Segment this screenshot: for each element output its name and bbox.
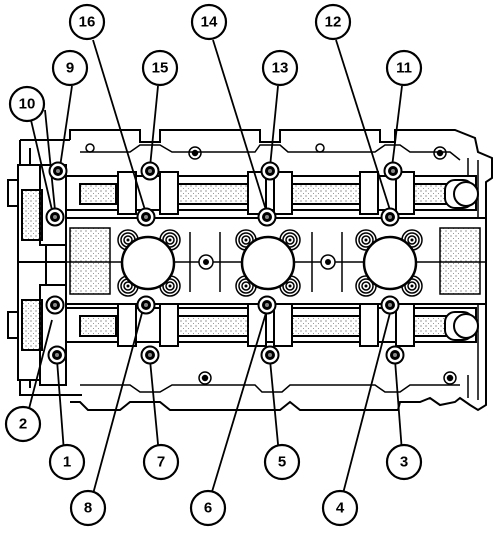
head-bolt-2 bbox=[45, 295, 65, 315]
callout-8: 8 bbox=[69, 489, 107, 527]
callout-1-label: 1 bbox=[63, 454, 71, 471]
callout-3-label: 3 bbox=[400, 454, 408, 471]
head-bolt-8 bbox=[136, 295, 156, 315]
cylinder-1-chamber bbox=[117, 229, 181, 297]
callout-15: 15 bbox=[141, 49, 179, 87]
head-bolt-3 bbox=[385, 345, 405, 365]
callout-8-label: 8 bbox=[84, 500, 92, 517]
callout-4-label: 4 bbox=[336, 500, 345, 517]
callout-16: 16 bbox=[68, 3, 106, 41]
callout-6-label: 6 bbox=[204, 500, 212, 517]
head-bolt-4 bbox=[380, 295, 400, 315]
callout-5: 5 bbox=[263, 443, 301, 481]
head-bolt-6 bbox=[257, 295, 277, 315]
callouts: 16 14 12 9 15 13 11 10 2 1 7 5 3 8 6 4 bbox=[4, 3, 423, 527]
callout-2-label: 2 bbox=[19, 416, 27, 433]
head-bolt-10 bbox=[45, 207, 65, 227]
callout-2: 2 bbox=[4, 405, 42, 443]
callout-10-label: 10 bbox=[19, 96, 36, 113]
callout-7: 7 bbox=[142, 443, 180, 481]
callout-5-label: 5 bbox=[278, 454, 286, 471]
callout-10: 10 bbox=[8, 85, 46, 123]
head-bolt-5 bbox=[260, 345, 280, 365]
cylinder-3-chamber bbox=[355, 229, 423, 297]
callout-7-label: 7 bbox=[157, 454, 165, 471]
head-bolt-11 bbox=[383, 161, 403, 181]
callout-12-label: 12 bbox=[325, 14, 342, 31]
callout-15-label: 15 bbox=[152, 60, 169, 77]
callout-9: 9 bbox=[51, 49, 89, 87]
head-bolt-13 bbox=[260, 161, 280, 181]
callout-14-label: 14 bbox=[201, 14, 218, 31]
top-passages bbox=[80, 143, 461, 161]
callout-13-label: 13 bbox=[272, 60, 289, 77]
callout-9-label: 9 bbox=[66, 60, 74, 77]
head-bolt-16 bbox=[136, 207, 156, 227]
callout-11-label: 11 bbox=[396, 60, 412, 77]
callout-11: 11 bbox=[385, 49, 423, 87]
callout-12: 12 bbox=[314, 3, 352, 41]
callout-14: 14 bbox=[190, 3, 228, 41]
head-bolt-15 bbox=[140, 161, 160, 181]
head-bolt-7 bbox=[140, 345, 160, 365]
callout-1: 1 bbox=[48, 443, 86, 481]
bottom-passages bbox=[80, 371, 460, 393]
head-bolt-1 bbox=[47, 345, 67, 365]
callout-16-label: 16 bbox=[79, 14, 96, 31]
cylinder-2-chamber bbox=[235, 229, 301, 297]
callout-4: 4 bbox=[321, 489, 359, 527]
head-bolt-9 bbox=[48, 161, 68, 181]
callout-6: 6 bbox=[189, 489, 227, 527]
head-bolt-14 bbox=[257, 207, 277, 227]
head-bolt-12 bbox=[380, 207, 400, 227]
callout-3: 3 bbox=[385, 443, 423, 481]
callout-13: 13 bbox=[261, 49, 299, 87]
